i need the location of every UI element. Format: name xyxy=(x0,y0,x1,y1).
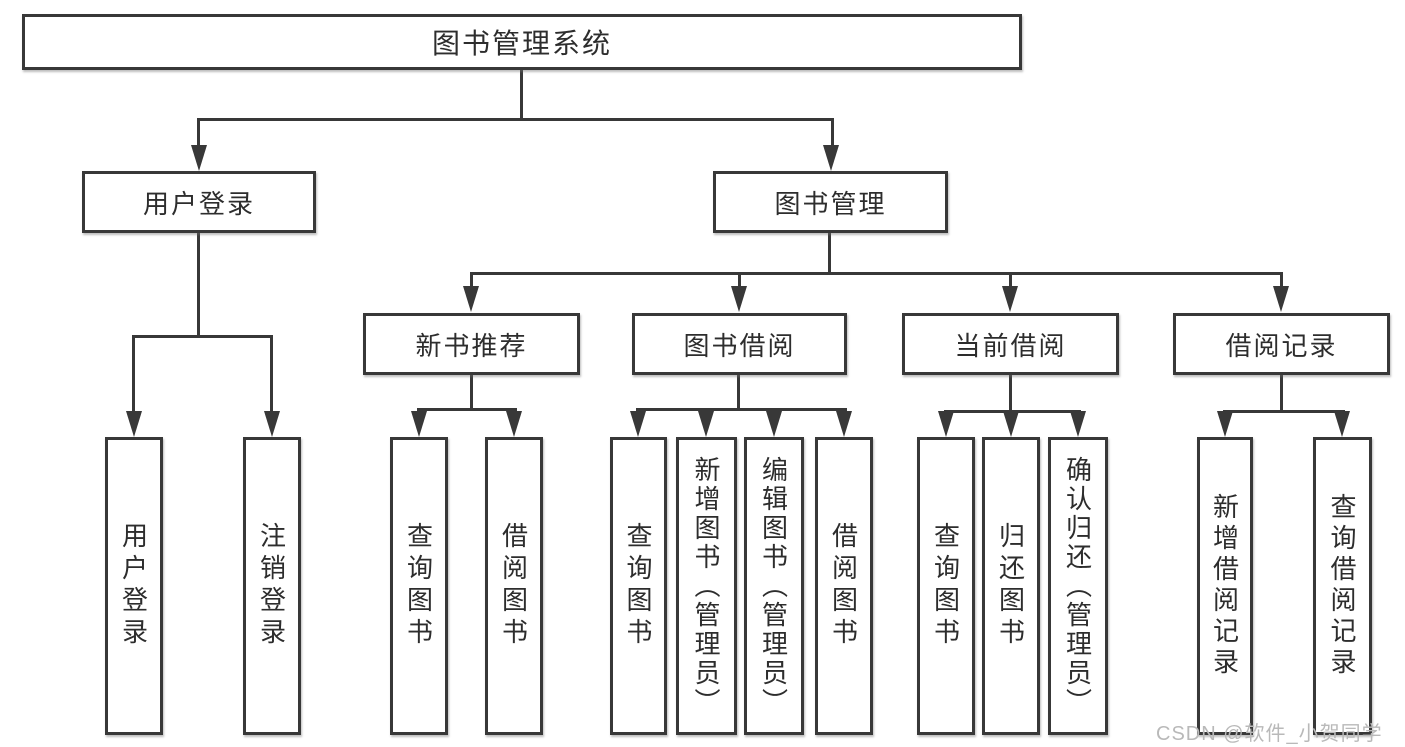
node-label: 新书推荐 xyxy=(415,330,528,361)
arrow-down-icon xyxy=(1002,286,1018,312)
leaf-query-books-borrowing: 查询图书 xyxy=(610,437,667,735)
leaf-borrow-books-recommend: 借阅图书 xyxy=(485,437,543,735)
leaf-query-books-recommend: 查询图书 xyxy=(390,437,448,735)
node-label: 新增图书（管理员） xyxy=(691,455,721,717)
leaf-edit-books-admin: 编辑图书（管理员） xyxy=(744,437,804,735)
edge-user-login-branch-line xyxy=(132,335,273,338)
arrow-down-icon xyxy=(630,411,646,437)
leaf-query-borrow-record: 查询借阅记录 xyxy=(1313,437,1372,735)
edge-new-book-recommend-stem xyxy=(470,375,473,408)
leaf-query-books-current: 查询图书 xyxy=(917,437,975,735)
node-label: 新增借阅记录 xyxy=(1209,493,1240,679)
arrow-down-icon xyxy=(506,411,522,437)
arrow-down-icon xyxy=(823,145,839,171)
node-new-book-recommend: 新书推荐 xyxy=(363,313,580,375)
edge-drop-user-login xyxy=(197,118,200,148)
node-label: 归还图书 xyxy=(995,522,1026,650)
edge-drop-leaf-user-login xyxy=(132,335,135,413)
edge-drop-book-borrowing xyxy=(738,272,741,286)
node-label: 查询图书 xyxy=(623,522,653,650)
node-book-management: 图书管理 xyxy=(713,171,948,233)
csdn-watermark: CSDN @软件_小贺同学 xyxy=(1156,723,1383,745)
node-user-login: 用户登录 xyxy=(82,171,316,233)
arrow-down-icon xyxy=(1070,411,1086,437)
edge-drop-leaf-logout xyxy=(270,335,273,413)
edge-book-borrowing-branch-line xyxy=(636,408,847,411)
leaf-user-login: 用户登录 xyxy=(105,437,163,735)
edge-drop-borrowing-records xyxy=(1280,272,1283,286)
node-label: 注销登录 xyxy=(256,522,287,650)
arrow-down-icon xyxy=(1003,411,1019,437)
edge-book-management-branch-line xyxy=(470,272,1283,275)
edge-drop-current-borrowing xyxy=(1009,272,1012,286)
arrow-down-icon xyxy=(126,411,142,437)
edge-borrowing-records-branch-line xyxy=(1223,410,1345,413)
node-label: 确认归还（管理员） xyxy=(1062,455,1093,717)
node-label: 用户登录 xyxy=(118,522,149,650)
node-label: 借阅记录 xyxy=(1225,330,1338,361)
edge-drop-book-management xyxy=(831,118,834,148)
node-label: 借阅图书 xyxy=(498,522,529,650)
leaf-logout: 注销登录 xyxy=(243,437,301,735)
leaf-add-borrow-record: 新增借阅记录 xyxy=(1197,437,1253,735)
arrow-down-icon xyxy=(836,411,852,437)
edge-drop-new-book-recommend xyxy=(470,272,473,286)
arrow-down-icon xyxy=(938,411,954,437)
edge-user-login-stem xyxy=(197,233,200,335)
node-borrowing-records: 借阅记录 xyxy=(1173,313,1390,375)
edge-current-borrowing-stem xyxy=(1009,375,1012,410)
node-label: 图书管理系统 xyxy=(431,28,612,59)
arrow-down-icon xyxy=(1273,286,1289,312)
arrow-down-icon xyxy=(1334,411,1350,437)
edge-borrowing-records-stem xyxy=(1280,375,1283,410)
node-label: 借阅图书 xyxy=(828,522,859,650)
edge-book-borrowing-stem xyxy=(737,375,740,408)
node-label: 用户登录 xyxy=(142,188,255,219)
node-label: 当前借阅 xyxy=(954,330,1067,361)
leaf-borrow-books-borrowing: 借阅图书 xyxy=(815,437,873,735)
node-label: 编辑图书（管理员） xyxy=(758,455,789,717)
node-book-borrowing: 图书借阅 xyxy=(632,313,847,375)
node-label: 查询借阅记录 xyxy=(1327,493,1357,679)
arrow-down-icon xyxy=(698,411,714,437)
node-library-management-system: 图书管理系统 xyxy=(22,14,1022,70)
arrow-down-icon xyxy=(264,411,280,437)
node-label: 图书借阅 xyxy=(683,330,796,361)
leaf-return-books: 归还图书 xyxy=(982,437,1040,735)
arrow-down-icon xyxy=(1217,411,1233,437)
node-label: 图书管理 xyxy=(774,188,887,219)
edge-root-branch-line xyxy=(197,118,834,121)
arrow-down-icon xyxy=(766,411,782,437)
leaf-confirm-return-admin: 确认归还（管理员） xyxy=(1048,437,1108,735)
leaf-add-books-admin: 新增图书（管理员） xyxy=(676,437,737,735)
edge-root-stem xyxy=(520,70,523,118)
arrow-down-icon xyxy=(191,145,207,171)
arrow-down-icon xyxy=(463,286,479,312)
node-current-borrowing: 当前借阅 xyxy=(902,313,1119,375)
arrow-down-icon xyxy=(411,411,427,437)
node-label: 查询图书 xyxy=(930,522,961,650)
edge-book-management-stem xyxy=(828,233,831,274)
node-label: 查询图书 xyxy=(403,522,434,650)
arrow-down-icon xyxy=(731,286,747,312)
edge-new-book-recommend-branch-line xyxy=(417,408,517,411)
